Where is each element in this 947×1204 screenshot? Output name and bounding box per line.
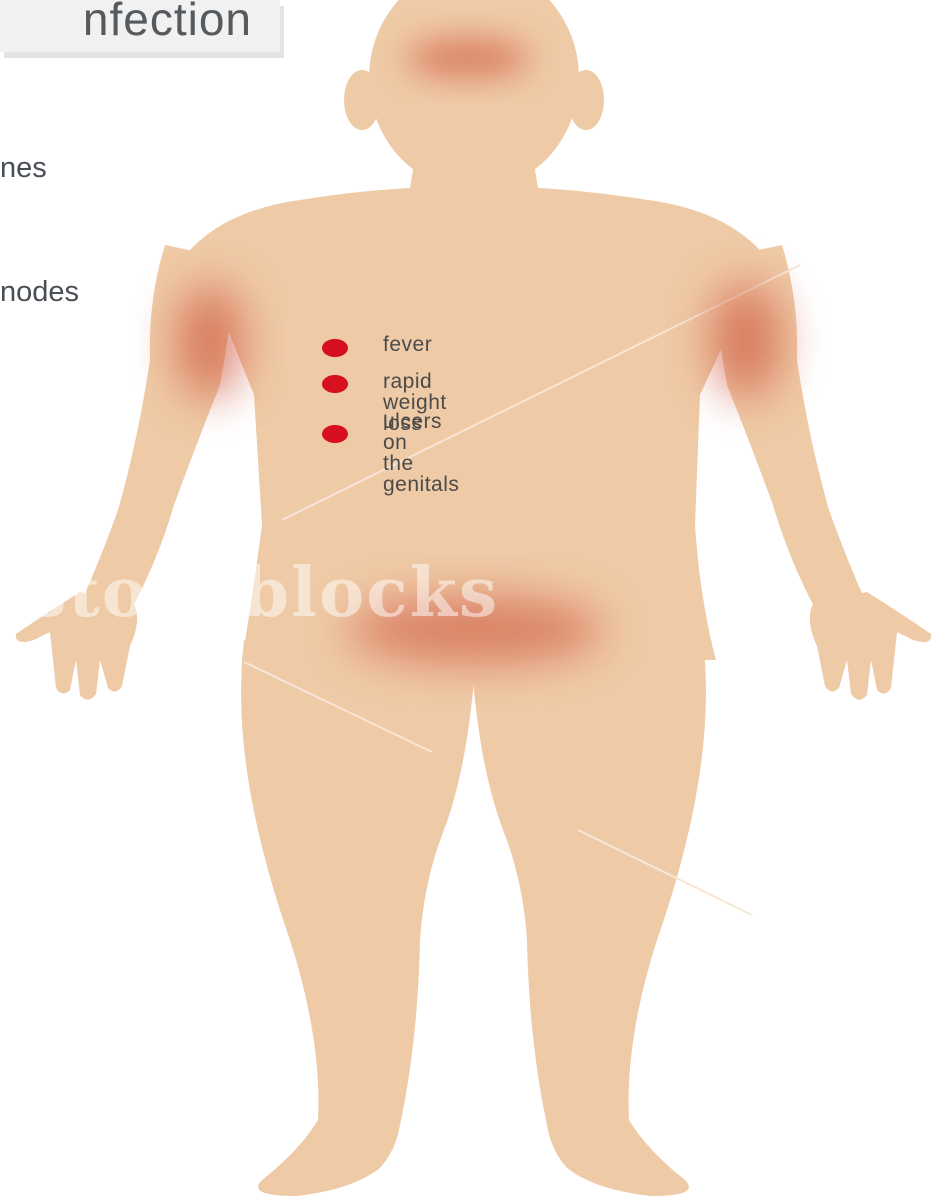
symptom-label: fever xyxy=(383,334,432,355)
left-arm-lymph-inflammation xyxy=(176,284,244,400)
red-bullet-icon xyxy=(322,375,348,393)
throat-inflammation xyxy=(406,38,530,78)
symptom-label: ulcers on the genitals xyxy=(383,411,459,495)
red-bullet-icon xyxy=(322,425,348,443)
side-label-2: nodes xyxy=(0,276,79,309)
watermark-text: stockblocks xyxy=(28,553,499,633)
red-bullet-icon xyxy=(322,339,348,357)
title-text: nfection xyxy=(83,0,252,46)
title-banner: nfection xyxy=(0,0,280,52)
side-label-1: nes xyxy=(0,152,47,185)
right-arm-lymph-inflammation xyxy=(710,282,782,398)
